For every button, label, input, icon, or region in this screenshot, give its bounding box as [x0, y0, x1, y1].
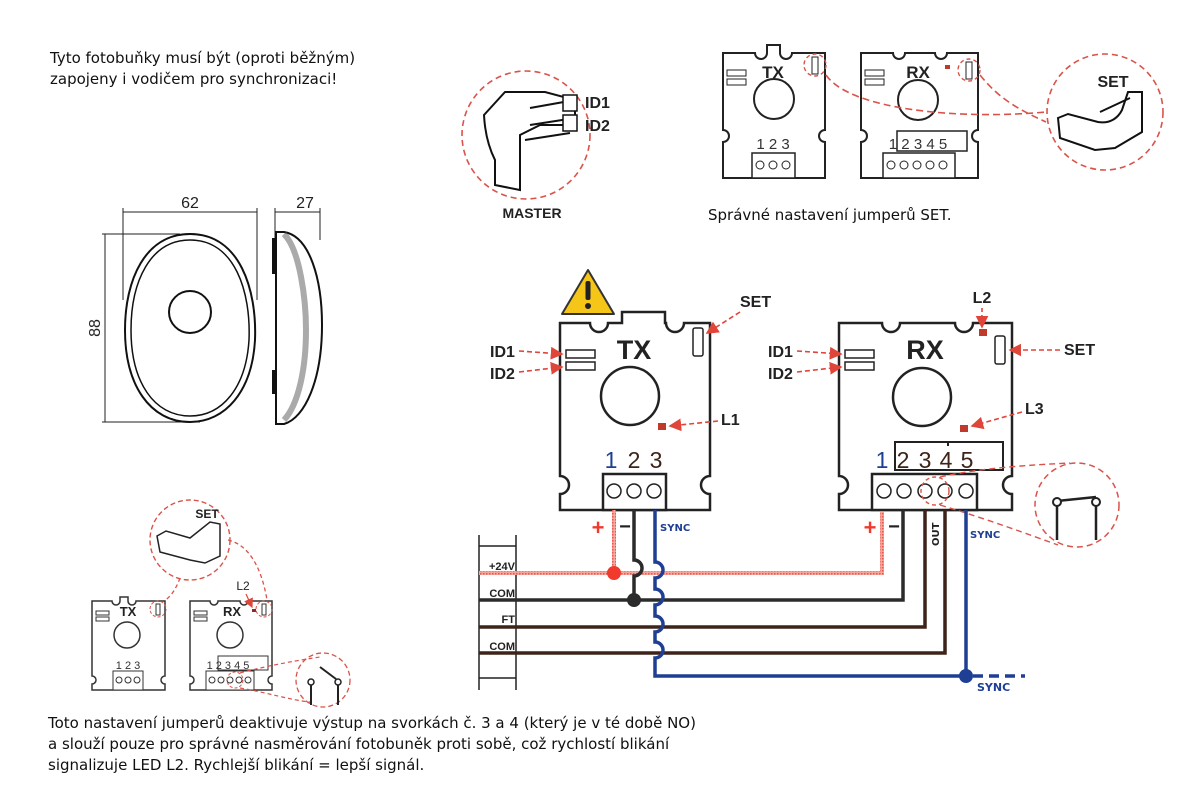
wire-24v [479, 512, 884, 575]
l2-led [979, 329, 987, 336]
mini-set-diagram: SET TX 1 2 3 RX L2 1 2 3 4 5 [91, 499, 351, 708]
bus-label-com2: COM [489, 641, 515, 653]
mini-contact-detail [295, 652, 351, 708]
note-line: a slouží pouze pro správné nasměrování f… [48, 735, 670, 753]
bus-label-24v: +24V [489, 561, 516, 573]
detail-circle [461, 70, 591, 200]
rx-plus-label: + [864, 515, 877, 540]
photocell-dimension-drawing: 62 88 27 [87, 195, 324, 425]
sync-bus-label: SYNC [977, 681, 1010, 694]
junction-com [627, 593, 641, 607]
front-outline [123, 232, 257, 424]
tx-terminal-1: 1 [605, 447, 618, 473]
rx-terminal-1: 1 [876, 447, 889, 473]
sync-warning-note: Tyto fotobuňky musí být (oproti běžným) … [50, 48, 355, 90]
mini-set-label: SET [195, 507, 219, 521]
tx-board: TX 1 2 3 ID1 ID2 SET L1 [490, 294, 771, 512]
set-jumper-small-tx-board: TX 1 2 3 [722, 44, 827, 179]
mini-set-jumper-icon [156, 521, 221, 564]
tx-terminal-block [601, 472, 668, 512]
wire-com2 [479, 510, 947, 655]
lens [891, 366, 953, 428]
set-caption: Správné nastavení jumperů SET. [708, 206, 952, 224]
set-jumper-detail: SET [825, 53, 1164, 171]
tx-board-title: TX [617, 335, 652, 365]
rx-out-label: OUT [931, 522, 942, 546]
tx-id1-label: ID1 [490, 344, 515, 361]
rx-terminal-numbers: 1 2 3 4 5 [889, 136, 947, 153]
rx-set-label: SET [1064, 342, 1095, 359]
master-caption: MASTER [502, 205, 561, 221]
warning-icon [561, 269, 615, 315]
bus-label-ft: FT [502, 614, 516, 626]
jumper-icon [482, 91, 576, 192]
rx-l3-label: L3 [1025, 401, 1044, 418]
id1-jumper [844, 349, 875, 359]
wire-com [479, 510, 905, 602]
id2-jumper [565, 361, 596, 371]
rx-id2-label: ID2 [768, 366, 793, 383]
set-jumper [994, 335, 1006, 365]
bus-label-com: COM [489, 588, 515, 600]
wire-ft [479, 510, 927, 629]
rx-terminal-block [870, 472, 979, 512]
junction-sync [959, 669, 973, 683]
tx-plus-label: + [592, 515, 605, 540]
rx-terminal-4: 4 [940, 447, 953, 473]
tx-title: TX [762, 63, 784, 82]
height-value: 88 [87, 319, 104, 337]
l3-led [960, 425, 968, 432]
rx-id1-label: ID1 [768, 344, 793, 361]
tx-set-label: SET [740, 294, 771, 311]
tx-id2-label: ID2 [490, 366, 515, 383]
lens [599, 365, 661, 427]
id2-label: ID2 [585, 118, 610, 135]
rx-l2-label: L2 [973, 290, 992, 307]
mini-rx-terminals: 1 2 3 4 5 [207, 660, 250, 672]
tx-terminal-2: 2 [628, 447, 641, 473]
side-outline [275, 231, 324, 425]
tx-l1-label: L1 [721, 412, 740, 429]
mini-tx-terminals: 1 2 3 [116, 660, 140, 672]
note-line: Tyto fotobuňky musí být (oproti běžným) [50, 49, 356, 67]
tx-terminal-3: 3 [650, 447, 663, 473]
master-jumper-detail: ID1 ID2 MASTER [461, 70, 610, 221]
width-value: 62 [181, 195, 199, 212]
wire-sync [653, 510, 968, 678]
note-line: Toto nastavení jumperů deaktivuje výstup… [48, 714, 696, 732]
switch-contact-icon [1056, 495, 1097, 503]
note-line: zapojeny i vodičem pro synchronizaci! [50, 70, 338, 88]
rx-terminal-2: 2 [897, 447, 910, 473]
rx-title: RX [906, 63, 930, 82]
id1-jumper [565, 349, 596, 359]
lens-circle [168, 290, 212, 334]
tx-minus-label: − [619, 516, 631, 538]
rx-minus-label: − [888, 516, 900, 538]
tx-sync-label: SYNC [660, 523, 690, 534]
rx-board: RX 1 2 3 4 5 ID1 ID2 L2 SET L3 [768, 290, 1120, 548]
id2-jumper [844, 361, 875, 371]
wiring: +24V COM FT COM SYNC + − SYNC + − OUT SY… [478, 510, 1025, 694]
set-jumper [692, 327, 704, 357]
mini-tx-title: TX [120, 604, 137, 619]
depth-value: 27 [296, 195, 314, 212]
rx-terminal-3: 3 [919, 447, 932, 473]
mini-open-switch-icon [319, 666, 337, 680]
rx-terminal-5: 5 [961, 447, 974, 473]
rx-sync-label: SYNC [970, 530, 1000, 541]
set-jumper-icon [1056, 91, 1143, 152]
tx-terminal-numbers: 1 2 3 [756, 136, 789, 153]
junction-24v [607, 566, 621, 580]
set-label: SET [1097, 74, 1128, 91]
no-contact-detail [1034, 462, 1120, 548]
l1-led [658, 423, 666, 430]
mini-l2-label: L2 [236, 579, 250, 593]
set-jumper-small-rx-board: RX 1 2 3 4 5 [860, 52, 981, 179]
rx-board-title: RX [906, 335, 944, 365]
note-line: signalizuje LED L2. Rychlejší blikání = … [48, 756, 425, 774]
jumper-explanation-note: Toto nastavení jumperů deaktivuje výstup… [48, 713, 696, 776]
mini-rx-title: RX [223, 604, 241, 619]
id1-label: ID1 [585, 95, 610, 112]
